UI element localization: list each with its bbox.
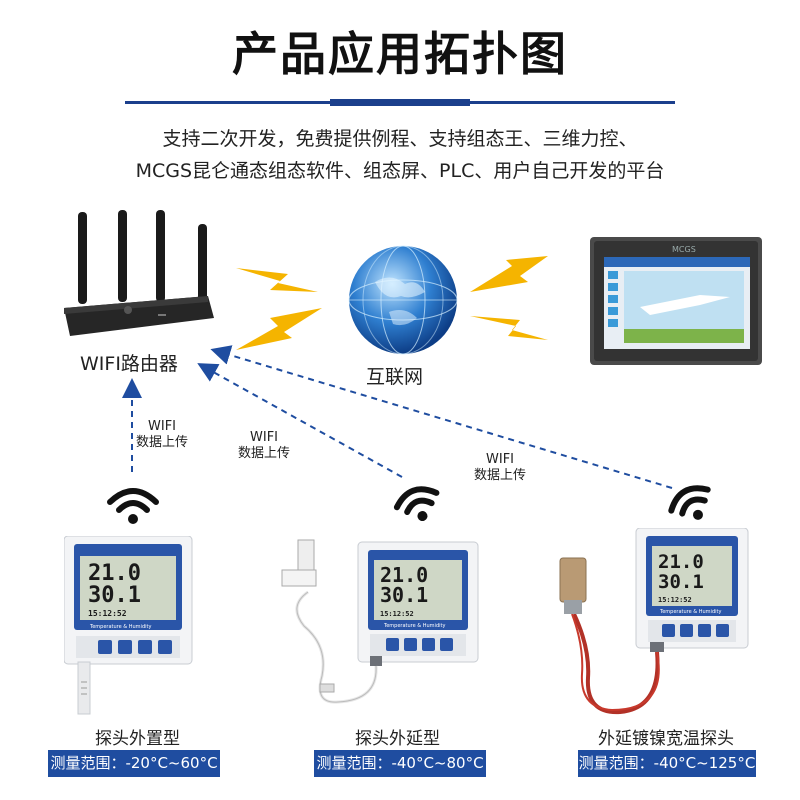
subtitle-line-2: MCGS昆仑通态组态软件、组态屏、PLC、用户自己开发的平台: [135, 160, 665, 182]
link-caption-middle-line2: 数据上传: [238, 446, 291, 461]
link-caption-middle-line1: WIFI: [250, 430, 278, 445]
title-underline-accent: [330, 99, 470, 106]
device-name: 外延镀镍宽温探头: [598, 729, 734, 749]
lcd-time: 15:12:52: [380, 610, 414, 618]
page-title: 产品应用拓扑图: [232, 27, 568, 81]
bolt-icon-router-top: [236, 268, 318, 292]
device-extended-probe: 21.0 30.1 15:12:52 Temperature & Humidit…: [281, 539, 479, 704]
router-icon: [64, 210, 214, 336]
lcd-temperature: 21.0: [380, 563, 428, 587]
link-caption-right-line1: WIFI: [486, 452, 514, 467]
bolt-icon-router-bottom: [236, 308, 322, 350]
wifi-icon: [107, 488, 159, 524]
link-caption-middle: WIFI 数据上传: [238, 430, 290, 462]
lcd-temperature: 21.0: [88, 561, 141, 586]
panel-caption: Temperature & Humidity: [659, 609, 721, 615]
bolt-icon-hmi-top: [470, 256, 548, 292]
panel-caption: Temperature & Humidity: [383, 623, 445, 629]
link-caption-left: WIFI 数据上传: [136, 419, 188, 451]
link-caption-right-line2: 数据上传: [474, 468, 527, 483]
link-caption-right: WIFI 数据上传: [474, 452, 526, 484]
wifi-icon: [668, 485, 711, 520]
link-caption-left-line2: 数据上传: [136, 435, 189, 450]
internet-label: 互联网: [366, 366, 424, 388]
range-badge: 测量范围：-40°C~80°C: [314, 750, 486, 777]
lcd-time: 15:12:52: [658, 596, 692, 604]
link-line-middle: [197, 363, 403, 478]
device-nickel-probe: 21.0 30.1 15:12:52 Temperature & Humidit…: [559, 528, 749, 715]
router-label: WIFI路由器: [80, 353, 178, 375]
range-badge: 测量范围：-40°C~125°C: [578, 750, 756, 777]
device-name: 探头外置型: [95, 729, 180, 749]
hmi-brand: MCGS: [672, 245, 696, 254]
range-badge: 测量范围：-20°C~60°C: [48, 750, 220, 777]
bolt-icon-hmi-bottom: [470, 316, 548, 340]
lcd-humidity: 30.1: [658, 571, 704, 593]
lcd-temperature: 21.0: [658, 551, 704, 573]
link-line-right: [210, 345, 673, 489]
hmi-screen-icon: MCGS: [590, 237, 762, 365]
subtitle-line-1: 支持二次开发，免费提供例程、支持组态王、三维力控、: [162, 128, 638, 150]
lcd-humidity: 30.1: [88, 583, 141, 608]
panel-caption: Temperature & Humidity: [89, 624, 151, 630]
link-caption-left-line1: WIFI: [148, 419, 176, 434]
lcd-humidity: 30.1: [380, 583, 428, 607]
lcd-time: 15:12:52: [88, 609, 127, 618]
device-name: 探头外延型: [355, 729, 440, 749]
device-external-probe: 21.0 30.1 15:12:52 Temperature & Humidit…: [64, 536, 193, 715]
globe-icon: [348, 245, 458, 355]
wifi-icon: [393, 486, 440, 522]
